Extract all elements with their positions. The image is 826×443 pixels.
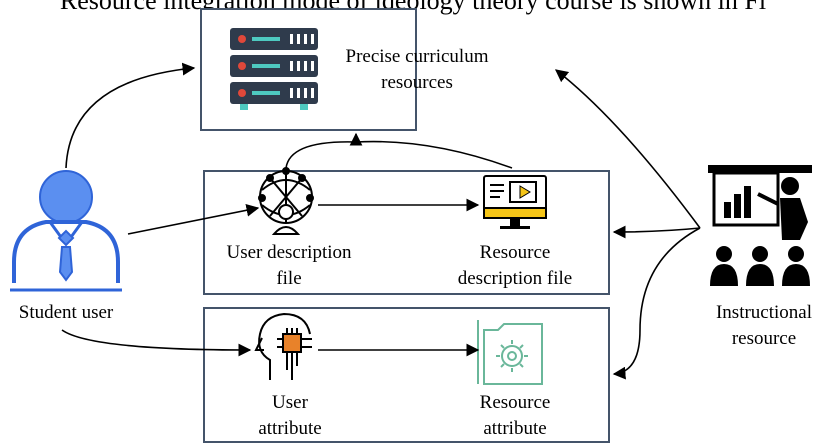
arrow-instructional-to-attribute-box [612, 227, 701, 380]
resource-description-label: Resource description file [457, 242, 573, 289]
precise-resources-label: Precise curriculum resources [345, 46, 489, 93]
connector-arrows [61, 62, 701, 380]
arrow-instructional-to-description-box [612, 225, 701, 239]
network-head-icon [258, 167, 314, 235]
presentation-icon [708, 165, 812, 286]
instructional-resource-label: Instructional resource [715, 302, 813, 349]
arrow-instructional-to-precise [554, 69, 701, 229]
resource-attribute-label: Resource attribute [479, 392, 551, 439]
user-attribute-label: User attribute [258, 392, 322, 439]
arrow-descriptions-to-precise [285, 140, 513, 169]
arrow-student-to-precise [65, 62, 196, 169]
monitor-icon [483, 175, 547, 229]
arrow-student-to-user-attribute [61, 329, 252, 357]
student-user-label: Student user [18, 302, 114, 323]
folder-gear-icon [477, 320, 543, 385]
user-description-label: User description file [226, 242, 352, 289]
server-icon [230, 28, 318, 110]
student-user-icon [10, 170, 122, 292]
arrow-student-to-user-description [127, 203, 260, 235]
chip-head-icon [254, 312, 312, 380]
